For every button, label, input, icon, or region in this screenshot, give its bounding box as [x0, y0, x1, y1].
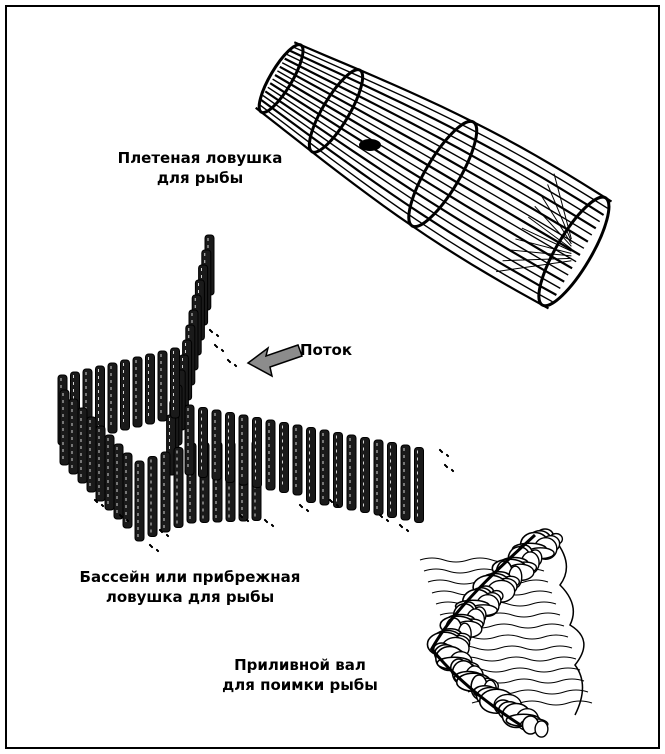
tidal-wall-label: Приливной вал для поимки рыбы [200, 655, 400, 695]
woven-trap-label: Плетеная ловушка для рыбы [100, 148, 300, 188]
pool-trap-label-line2: ловушка для рыбы [105, 588, 275, 606]
flow-label-text: Поток [300, 341, 353, 359]
woven-fish-trap [255, 41, 613, 310]
woven-trap-label-line1: Плетеная ловушка [117, 149, 283, 167]
border-frame [5, 5, 660, 749]
tidal-wall-label-line2: для поимки рыбы [222, 676, 378, 694]
stake-fence-trap [57, 234, 455, 553]
flow-label: Поток [300, 340, 352, 360]
tidal-wall-label-line1: Приливной вал [234, 656, 366, 674]
pool-trap-label-line1: Бассейн или прибрежная [79, 568, 301, 586]
flow-arrow [246, 344, 303, 378]
tidal-stone-wall [419, 528, 593, 738]
pool-trap-label: Бассейн или прибрежная ловушка для рыбы [50, 567, 330, 607]
woven-trap-label-line2: для рыбы [156, 169, 244, 187]
